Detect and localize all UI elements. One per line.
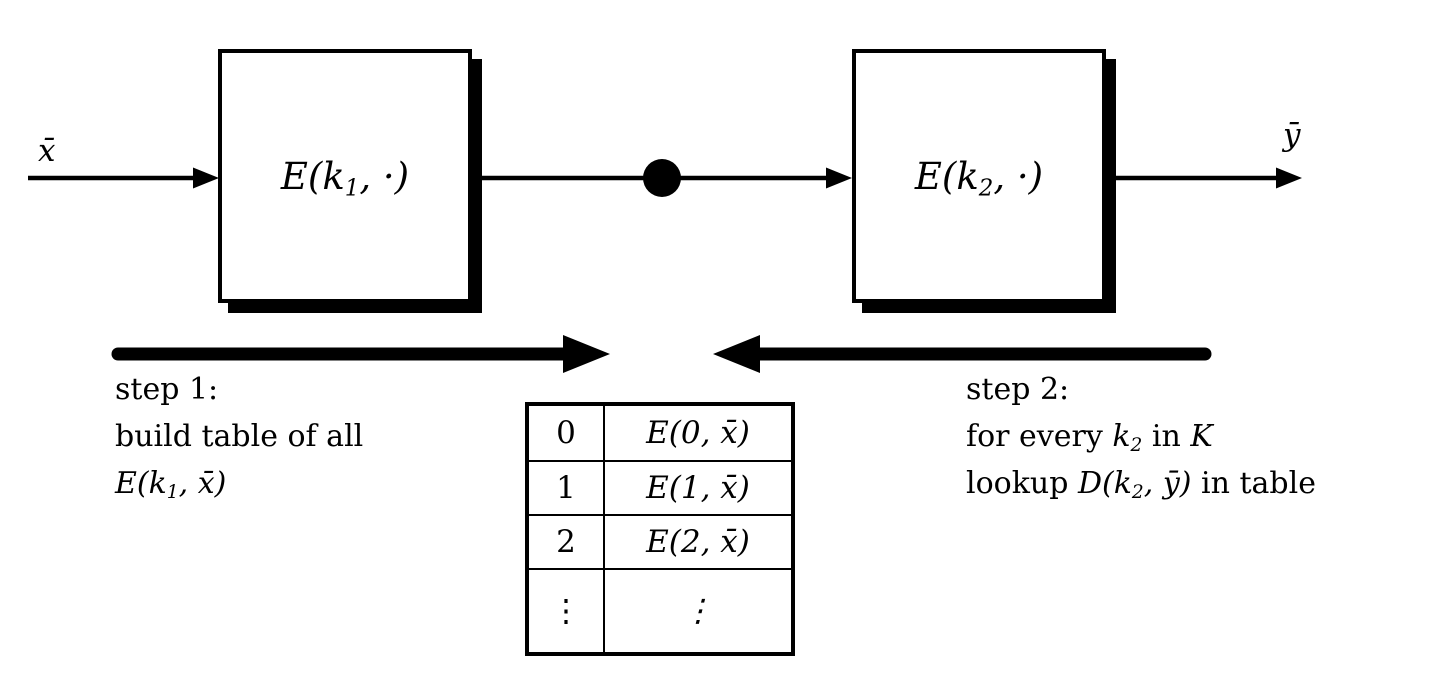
text-segment: lookup [966,466,1078,501]
math-segment: , x̄) [178,466,227,501]
math-segment: E(k [280,154,345,198]
table-value-cell: ⋮ [603,568,791,652]
math-segment: D(k2, ȳ) [1077,466,1192,504]
step1-arrowhead-icon [563,335,610,373]
table-key-cell: ⋮ [529,568,603,652]
table-value-cell: E(2, x̄) [603,514,791,568]
step2-caption-line2: for every k2 in K [966,413,1316,460]
text-segment: in [1142,419,1191,454]
step1-caption-line2: build table of all [115,419,364,454]
step2-arrow [713,335,1212,373]
math-segment: k2 [1112,419,1143,457]
middle-arrowhead-icon [826,167,852,189]
box2-label: E(k2, ·) [914,154,1044,201]
keyspace-symbol: K [1190,419,1213,454]
input-label: x̄ [38,133,56,169]
subscript: 2 [1131,482,1144,504]
box1-label: E(k1, ·) [280,154,410,201]
step1-caption-line3: E(k1, x̄) [115,460,363,507]
step2-arrowhead-icon [713,335,760,373]
subscript: 1 [166,482,179,504]
step1-arrow [111,335,610,373]
lookup-table: 0 E(0, x̄) 1 E(1, x̄) 2 E(2, x̄) ⋮ ⋮ [525,402,795,656]
math-segment: E(k [115,466,167,501]
middle-junction-dot [643,159,681,197]
input-arrowhead-icon [193,167,219,189]
step2-caption-line3: lookup D(k2, ȳ) in table [966,460,1316,507]
table-key-cell: 2 [529,514,603,568]
math-segment: , ȳ) [1143,466,1192,501]
encryption-box-2: E(k2, ·) [852,49,1106,303]
encryption-box-1: E(k1, ·) [218,49,472,303]
text-segment: in table [1191,466,1316,501]
subscript: 2 [1130,435,1143,457]
table-value-cell: E(1, x̄) [603,460,791,514]
output-label: ȳ [1283,117,1301,153]
output-arrowhead-icon [1276,167,1302,189]
subscript: 1 [344,174,360,201]
step2-caption: step 2: for every k2 in K lookup D(k2, y… [966,366,1316,507]
subscript: 2 [978,174,994,201]
math-k: k [1112,419,1131,454]
table-key-cell: 1 [529,460,603,514]
text-segment: for every [966,419,1113,454]
step1-caption-line1: step 1: [115,372,219,407]
math-d: D(k [1077,466,1132,501]
table-value-cell: E(0, x̄) [603,406,791,460]
table-key-cell: 0 [556,415,576,451]
math-segment: E(k [914,154,979,198]
step1-caption: step 1: build table of all E(k1, x̄) [115,366,363,507]
math-segment: , ·) [993,154,1044,198]
step2-caption-line1: step 2: [966,372,1070,407]
math-segment: , ·) [359,154,410,198]
